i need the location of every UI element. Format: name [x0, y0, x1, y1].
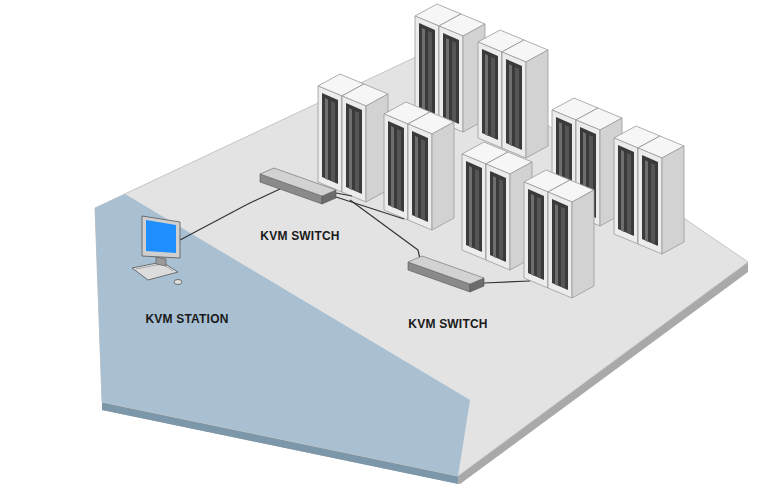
monitor-bezel [142, 216, 180, 258]
device-label: KVM SWITCH [408, 317, 487, 331]
floor [95, 48, 748, 476]
rack-cable [336, 197, 404, 219]
monitor-stand [156, 257, 166, 266]
cable [250, 189, 280, 203]
operator-zone [95, 194, 470, 476]
cable-connector [246, 203, 250, 205]
cable-connector [350, 200, 418, 250]
switch-top [408, 256, 484, 284]
rack-cable [336, 193, 352, 196]
kvm-switch: KVM SWITCH [250, 162, 350, 247]
kvm-station: KVM STATION [128, 200, 246, 330]
kvm-station-art [128, 200, 246, 330]
switch-top [260, 168, 336, 196]
keyboard-keys [136, 264, 173, 271]
keyboard [132, 262, 178, 280]
device-label: KVM STATION [145, 312, 228, 326]
rack-cable [484, 281, 530, 283]
cable [180, 205, 246, 240]
mouse [174, 280, 182, 285]
kvm-switch: KVM SWITCH [398, 250, 498, 335]
device-label: KVM SWITCH [260, 229, 339, 243]
monitor-screen [146, 220, 176, 253]
